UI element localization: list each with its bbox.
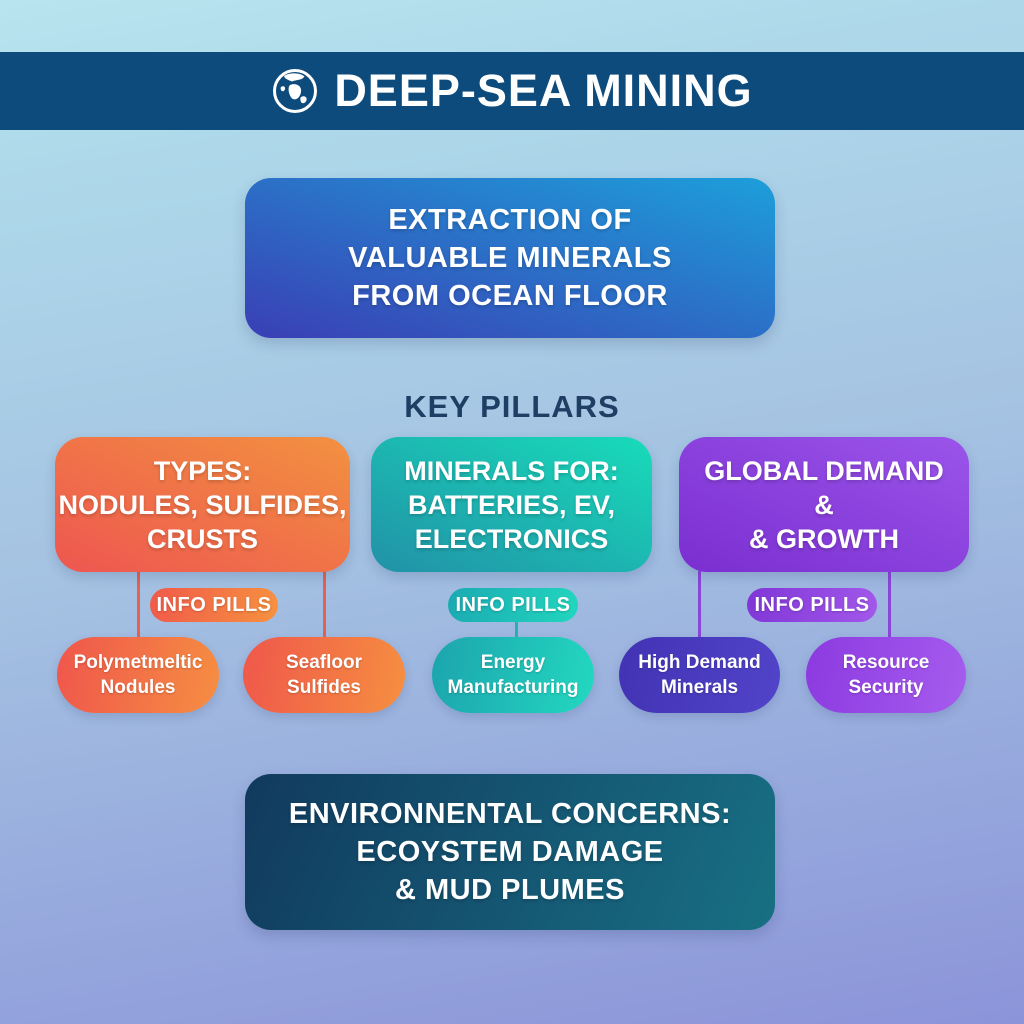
pill-text-line: Minerals	[660, 677, 739, 698]
pillar-demand-line-2: &	[814, 489, 834, 520]
intro-box: EXTRACTION OF VALUABLE MINERALS FROM OCE…	[245, 178, 775, 338]
pill-seafloor-sulfides: Seafloor Sulfides	[243, 637, 405, 713]
info-pills-label-demand: INFO PILLS	[747, 588, 877, 622]
environmental-concerns-box: ENVIRONNENTAL CONCERNS: ECOYSTEM DAMAGE …	[245, 774, 775, 930]
section-heading: KEY PILLARS	[404, 389, 620, 424]
pillar-minerals-line-3: ELECTRONICS	[414, 523, 609, 554]
pill-text-line: Manufacturing	[447, 677, 579, 698]
pillar-demand-line-1: GLOBAL DEMAND	[704, 455, 944, 486]
pill-resource-security: Resource Security	[806, 637, 966, 713]
pillar-demand-line-3: & GROWTH	[749, 523, 899, 554]
pillar-minerals-line-1: MINERALS FOR:	[404, 455, 619, 486]
info-pills-label-types: INFO PILLS	[150, 588, 278, 622]
pill-text-line: Sulfides	[287, 677, 361, 698]
connector-line	[323, 571, 326, 641]
pill-text-line: Energy	[480, 652, 546, 673]
intro-line-3: FROM OCEAN FLOOR	[352, 280, 668, 312]
pillar-box-minerals: MINERALS FOR: BATTERIES, EV, ELECTRONICS	[371, 437, 652, 572]
connector-line	[698, 571, 701, 641]
connector-line	[515, 620, 518, 642]
pill-text-line: Security	[848, 677, 924, 698]
pill-text-line: Resource	[842, 652, 930, 673]
pill-polymetallic-nodules: Polymetmeltic Nodules	[57, 637, 219, 713]
connector-line	[888, 571, 891, 641]
pill-text-line: High Demand	[638, 652, 761, 673]
pillar-types-line-3: CRUSTS	[146, 523, 258, 554]
intro-line-2: VALUABLE MINERALS	[348, 242, 672, 274]
pill-text-line: Nodules	[100, 677, 176, 698]
pill-text-line: Polymetmeltic	[73, 652, 203, 673]
pillar-box-types: TYPES: NODULES, SULFIDES, CRUSTS	[55, 437, 350, 572]
info-pills-label-minerals: INFO PILLS	[448, 588, 578, 622]
connector-line	[137, 571, 140, 641]
pillar-minerals-line-2: BATTERIES, EV,	[407, 489, 616, 520]
outro-line-1: ENVIRONNENTAL CONCERNS:	[288, 798, 732, 830]
pill-high-demand-minerals: High Demand Minerals	[619, 637, 780, 713]
pill-energy-manufacturing: Energy Manufacturing	[432, 637, 594, 713]
page-title: DEEP-SEA MINING	[334, 65, 753, 116]
outro-line-2: ECOYSTEM DAMAGE	[356, 836, 664, 868]
intro-line-1: EXTRACTION OF	[388, 204, 632, 236]
globe-icon	[273, 69, 318, 113]
pillar-types-line-2: NODULES, SULFIDES,	[58, 489, 347, 520]
pillar-box-demand: GLOBAL DEMAND & & GROWTH	[679, 437, 969, 572]
outro-line-3: & MUD PLUMES	[395, 874, 625, 906]
pillar-types-line-1: TYPES:	[153, 455, 252, 486]
pill-text-line: Seafloor	[285, 652, 363, 673]
header-bar: DEEP-SEA MINING	[0, 52, 1024, 130]
